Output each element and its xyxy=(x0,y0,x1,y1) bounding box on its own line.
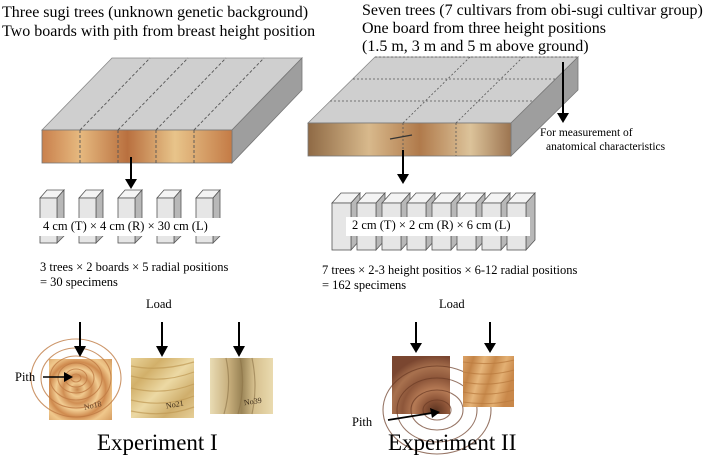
exp1-board-arrow xyxy=(125,157,137,189)
exp2-sample-2 xyxy=(462,356,515,407)
exp2-pith-arrow xyxy=(387,408,440,421)
exp2-header-line1: Seven trees (7 cultivars from obi-sugi c… xyxy=(362,2,703,19)
exp1-load-arrows xyxy=(74,322,245,357)
exp2-pith-label: Pith xyxy=(352,415,373,429)
exp1-title: Experiment I xyxy=(97,430,218,455)
exp1-board xyxy=(41,57,303,164)
exp1-sample-1 xyxy=(30,338,122,420)
exp1-sample-3 xyxy=(210,357,273,415)
exp2-board xyxy=(307,56,579,157)
exp2-specimen-row xyxy=(331,191,536,252)
exp2-side-arrow xyxy=(557,62,569,123)
exp2-count-line2: = 162 specimens xyxy=(322,278,407,292)
exp1-load-label: Load xyxy=(146,297,172,311)
exp1-specimen-size: 4 cm (T) × 4 cm (R) × 30 cm (L) xyxy=(43,219,208,233)
exp1-count-line2: = 30 specimens xyxy=(40,275,118,289)
exp2-size-label-bg xyxy=(346,217,530,236)
exp1-sample-2 xyxy=(130,358,195,418)
exp2-header-line2: One board from three height positions xyxy=(362,20,606,37)
exp1-header-line1: Three sugi trees (unknown genetic backgr… xyxy=(2,4,309,21)
exp1-pith-label: Pith xyxy=(15,370,36,384)
exp2-header-line3: (1.5 m, 3 m and 5 m above ground) xyxy=(362,38,589,55)
exp1-size-label-bg xyxy=(30,218,230,236)
exp2-annotation-line2: anatomical characteristics xyxy=(546,141,666,153)
exp1-specimen-row xyxy=(30,188,230,244)
exp1-pith-arrow xyxy=(43,372,73,382)
exp2-count-line1: 7 trees × 2-3 height positios × 6-12 rad… xyxy=(322,263,578,277)
exp2-load-label: Load xyxy=(439,297,465,311)
diagram-canvas xyxy=(30,56,579,455)
exp2-sample-1 xyxy=(382,356,492,455)
exp2-board-arrow xyxy=(397,150,409,184)
exp1-count-line1: 3 trees × 2 boards × 5 radial positions xyxy=(40,260,229,274)
exp2-title: Experiment II xyxy=(388,430,517,455)
exp2-specimen-size: 2 cm (T) × 2 cm (R) × 6 cm (L) xyxy=(352,218,511,232)
exp1-header-line2: Two boards with pith from breast height … xyxy=(2,23,316,40)
exp2-load-arrows xyxy=(410,322,496,353)
exp2-annotation-line1: For measurement of xyxy=(540,127,633,139)
